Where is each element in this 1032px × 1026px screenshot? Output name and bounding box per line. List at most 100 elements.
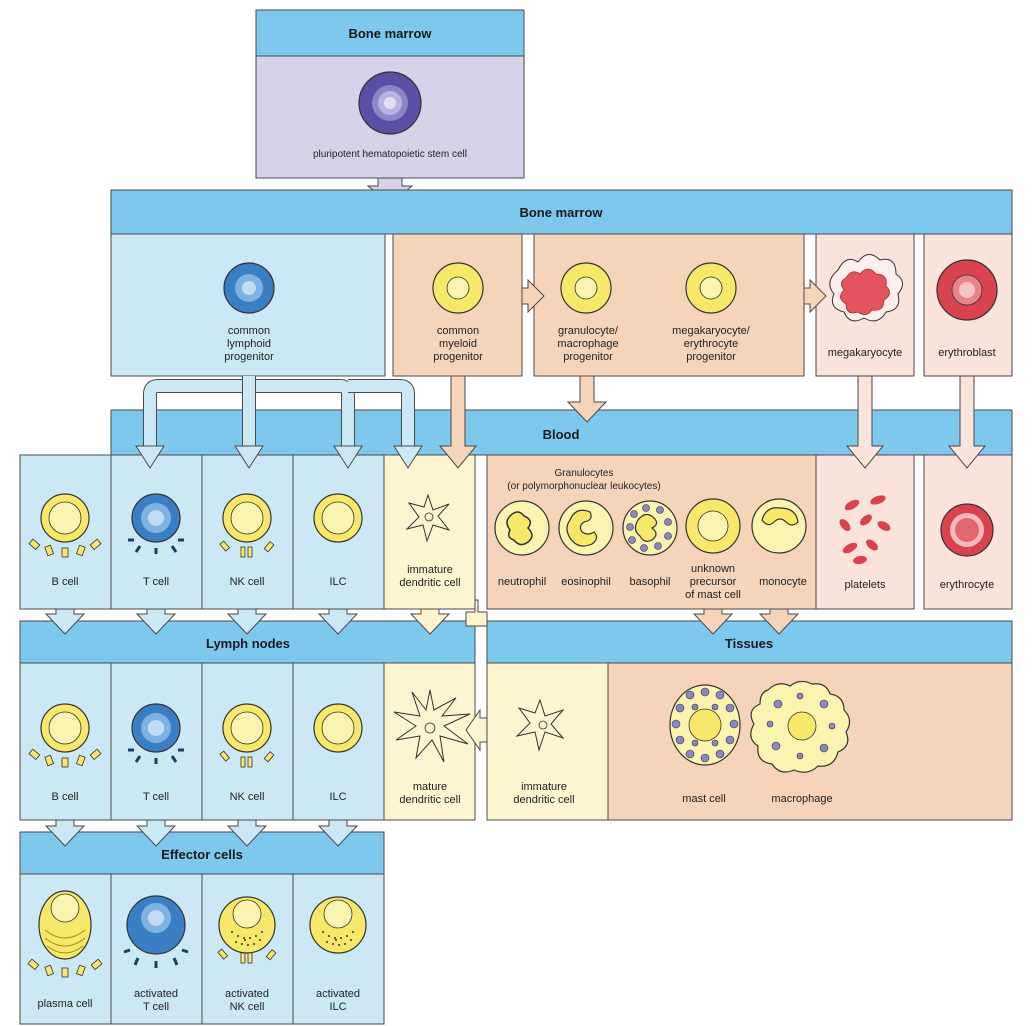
erythroblast-label: erythroblast xyxy=(938,347,995,359)
nk-cell-blood-label: NK cell xyxy=(230,576,265,588)
gm-label-2: macrophage xyxy=(557,338,618,350)
lymphoid-label-3: progenitor xyxy=(224,351,274,363)
mast-cell-icon xyxy=(669,684,741,766)
basophil-label: basophil xyxy=(630,576,671,588)
header-tissues: Tissues xyxy=(725,636,773,651)
lymphoid-label-2: lymphoid xyxy=(227,338,271,350)
monocyte-label: monocyte xyxy=(759,576,807,588)
macrophage-label: macrophage xyxy=(771,793,832,805)
activated-nk-label-1: activated xyxy=(225,988,269,1000)
myeloid-progenitor-icon xyxy=(432,262,484,314)
header-lymph-nodes: Lymph nodes xyxy=(206,636,290,651)
lymph-nodes-panel: Lymph nodes B cell T cell xyxy=(19,620,476,821)
b-cell-blood-label: B cell xyxy=(52,576,79,588)
header-blood: Blood xyxy=(543,427,580,442)
t-cell-lymph-label: T cell xyxy=(143,791,169,803)
bone-marrow-progenitor-panel: Bone marrow common lymphoid progenitor c… xyxy=(110,189,1013,377)
activated-nk-label-2: NK cell xyxy=(230,1001,265,1013)
t-cell-blood-icon xyxy=(128,493,184,554)
platelets-icon xyxy=(839,495,891,565)
immature-dc-tissue-label-2: dendritic cell xyxy=(513,794,574,806)
mep-label-3: progenitor xyxy=(686,351,736,363)
b-cell-blood-icon xyxy=(28,493,102,558)
arrow-tissue-dc-to-lymph xyxy=(465,708,488,752)
activated-ilc-icon xyxy=(309,896,367,954)
mast-precursor-label-3: of mast cell xyxy=(685,589,741,601)
stem-cell-label: pluripotent hematopoietic stem cell xyxy=(313,149,467,160)
monocyte-icon xyxy=(751,498,807,554)
arrow-mast-precursor-to-tissue xyxy=(692,608,734,635)
lymph-to-effector-arrows xyxy=(44,819,359,847)
arrow-myeloid-to-gm xyxy=(521,278,545,314)
macrophage-icon xyxy=(750,680,851,773)
mep-label-2: erythrocyte xyxy=(684,338,738,350)
gm-progenitor-icon xyxy=(560,262,612,314)
neutrophil-icon xyxy=(494,500,550,556)
activated-t-label-1: activated xyxy=(134,988,178,1000)
stem-cell-panel: Bone marrow pluripotent hematopoietic st… xyxy=(255,9,525,179)
nk-cell-blood-icon xyxy=(219,493,275,558)
platelets-label: platelets xyxy=(845,579,886,591)
arrow-gm-to-granulocytes xyxy=(566,375,608,423)
basophil-icon xyxy=(622,500,678,556)
megakaryocyte-icon xyxy=(829,254,903,322)
erythrocyte-icon xyxy=(940,503,994,557)
nk-cell-lymph-label: NK cell xyxy=(230,791,265,803)
mature-dc-icon xyxy=(393,689,471,763)
header-bone-marrow-second: Bone marrow xyxy=(519,205,603,220)
effector-cells-panel: Effector cells plasma cell activated xyxy=(19,831,385,1025)
mep-label-1: megakaryocyte/ xyxy=(672,325,751,337)
lymphoid-branch-arrows xyxy=(135,376,423,469)
ilc-blood-label: ILC xyxy=(329,576,346,588)
mep-progenitor-icon xyxy=(685,262,737,314)
immature-dc-tissue-icon xyxy=(515,698,565,752)
arrow-monocyte-to-tissue xyxy=(758,608,800,635)
immature-dc-blood-label-2: dendritic cell xyxy=(399,577,460,589)
mast-precursor-label-1: unknown xyxy=(691,563,735,575)
header-effector-cells: Effector cells xyxy=(161,847,243,862)
neutrophil-label: neutrophil xyxy=(498,576,546,588)
mast-precursor-label-2: precursor xyxy=(690,576,737,588)
stem-cell-icon xyxy=(358,71,422,135)
b-cell-lymph-label: B cell xyxy=(52,791,79,803)
arrow-immature-dc-to-tissue xyxy=(465,599,488,627)
gm-label-3: progenitor xyxy=(563,351,613,363)
arrow-mep-to-megakaryocyte xyxy=(803,278,827,314)
megakaryocyte-label: megakaryocyte xyxy=(828,347,903,359)
myeloid-label-3: progenitor xyxy=(433,351,483,363)
mast-cell-label: mast cell xyxy=(682,793,725,805)
activated-ilc-label-2: ILC xyxy=(329,1001,346,1013)
t-cell-blood-label: T cell xyxy=(143,576,169,588)
ilc-blood-icon xyxy=(313,493,363,543)
lymphoid-label-1: common xyxy=(228,325,270,337)
nk-cell-lymph-icon xyxy=(219,703,275,768)
myeloid-label-1: common xyxy=(437,325,479,337)
activated-t-cell-icon xyxy=(123,895,189,968)
blood-to-lymph-arrows xyxy=(44,608,451,635)
mature-dc-label-2: dendritic cell xyxy=(399,794,460,806)
t-cell-lymph-icon xyxy=(128,703,184,764)
myeloid-label-2: myeloid xyxy=(439,338,477,350)
erythroblast-icon xyxy=(936,259,998,321)
granulocytes-title-2: (or polymorphonuclear leukocytes) xyxy=(507,481,660,492)
mast-precursor-icon xyxy=(685,498,741,554)
arrow-erythroblast-to-erythrocyte xyxy=(947,375,987,469)
header-bone-marrow-top: Bone marrow xyxy=(348,26,432,41)
gm-label-1: granulocyte/ xyxy=(558,325,619,337)
arrow-megakaryocyte-to-platelets xyxy=(845,375,885,469)
ilc-lymph-label: ILC xyxy=(329,791,346,803)
granulocytes-title-1: Granulocytes xyxy=(555,468,614,479)
lymphoid-progenitor-icon xyxy=(223,262,275,314)
plasma-cell-label: plasma cell xyxy=(37,998,92,1010)
ilc-lymph-icon xyxy=(313,703,363,753)
eosinophil-icon xyxy=(558,500,614,556)
immature-dc-tissue-label-1: immature xyxy=(521,781,567,793)
immature-dc-blood-icon xyxy=(405,493,451,543)
immature-dc-blood-label-1: immature xyxy=(407,564,453,576)
b-cell-lymph-icon xyxy=(28,703,102,768)
activated-t-label-2: T cell xyxy=(143,1001,169,1013)
activated-ilc-label-1: activated xyxy=(316,988,360,1000)
arrow-myeloid-to-blood xyxy=(438,375,478,469)
tissues-panel: Tissues immature dendritic cell mast cel… xyxy=(486,620,1013,821)
